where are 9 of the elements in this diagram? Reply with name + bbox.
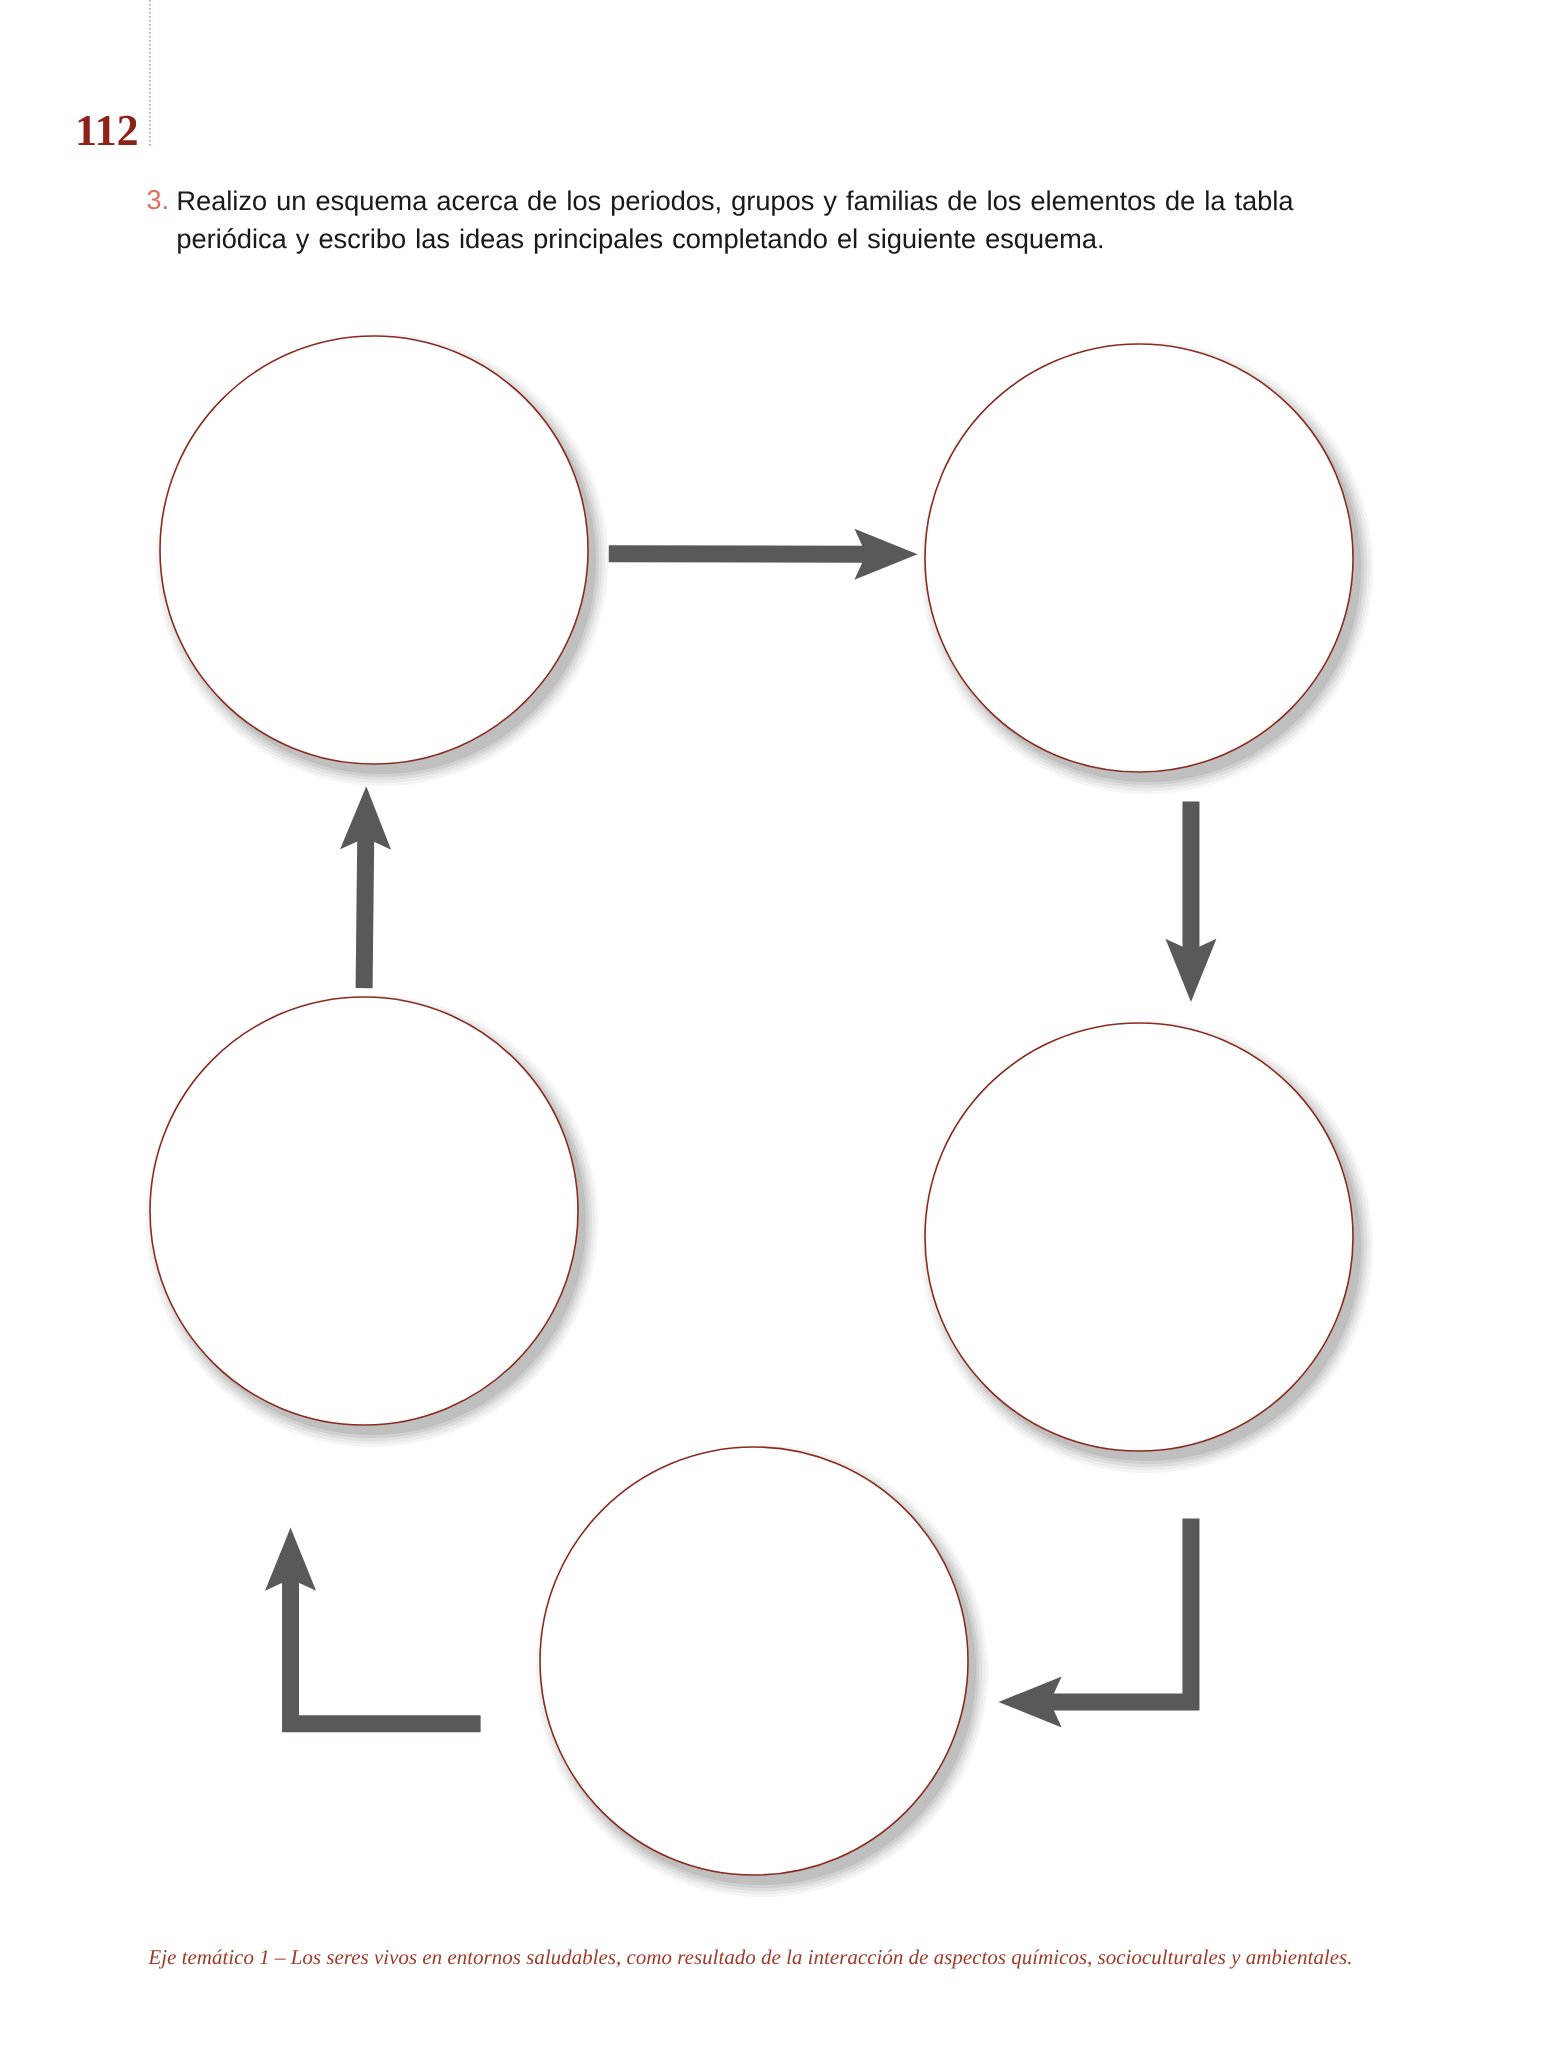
circle <box>146 995 598 1447</box>
item-number: 3. <box>147 190 167 210</box>
circle <box>921 342 1373 794</box>
circle <box>156 334 608 786</box>
circle <box>536 1445 988 1897</box>
page-number: 112 <box>78 115 137 145</box>
circle <box>921 1021 1373 1473</box>
instruction-text: Realizo un esquema acerca de los periodos, grupos y familias de los elementos de la tabla periódica y escribo las ideas principales completando el siguiente esquema. <box>178 190 1294 254</box>
footer-text: Eje temático 1 – Los seres vivos en entornos saludables, como resultado de la interacción de aspectos químicos, socioculturales y ambientales. <box>148 1949 1351 1969</box>
